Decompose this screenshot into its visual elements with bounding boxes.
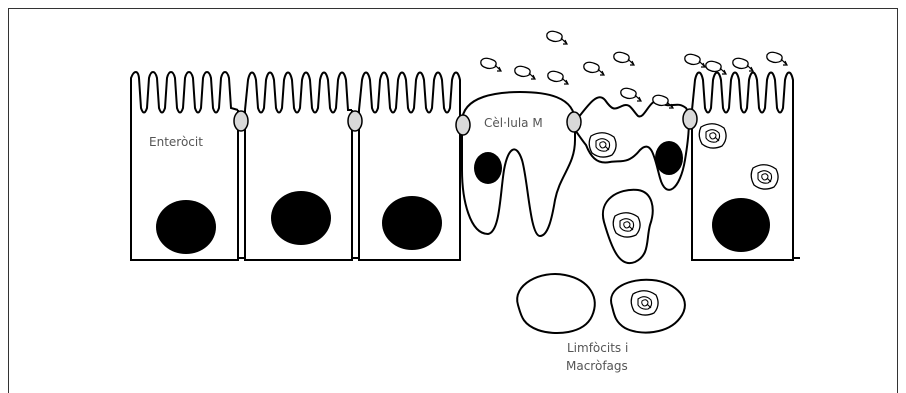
m-cell-label: Cèl·lula M: [484, 116, 543, 130]
immune-cells-label-line1: Limfòcits i: [567, 341, 628, 355]
tight-junction-icon: [234, 111, 248, 131]
ingested-bacterium-icon: [631, 291, 658, 315]
nucleus-icon: [271, 191, 331, 245]
bacterium-icon: [614, 52, 634, 65]
lymphocyte: [517, 274, 595, 333]
bacterium-icon: [767, 52, 787, 65]
bacterium-icon: [706, 61, 726, 74]
bacterium-icon: [515, 66, 535, 79]
microvilli-4: [692, 73, 793, 113]
bacterium-icon: [547, 31, 567, 44]
microvilli-1: [131, 72, 238, 113]
tight-junction-icon: [567, 112, 581, 132]
nucleus-icon: [474, 152, 502, 184]
enterocyte-label: Enteròcit: [149, 135, 203, 149]
ingested-bacterium-icon: [613, 213, 640, 237]
bacterium-icon: [621, 88, 641, 101]
bacterium-icon: [481, 58, 501, 71]
bacterium-icon: [733, 58, 753, 71]
tight-junctions: [234, 109, 697, 135]
enterocyte-nuclei: [156, 191, 770, 254]
ingested-bacterium-icon: [751, 165, 778, 189]
microvilli-3: [359, 73, 460, 113]
ingested-bacterium-icon: [699, 124, 726, 148]
nucleus-icon: [712, 198, 770, 252]
tight-junction-icon: [348, 111, 362, 131]
bacterium-icon: [584, 62, 604, 75]
nucleus-icon: [655, 141, 683, 175]
bacterium-icon: [548, 71, 568, 84]
bacterium-icon: [685, 54, 705, 67]
microvilli-2: [245, 73, 352, 113]
tight-junction-icon: [683, 109, 697, 129]
tight-junction-icon: [456, 115, 470, 135]
nucleus-icon: [156, 200, 216, 254]
ingested-bacterium-icon: [589, 133, 616, 157]
immune-cells: [517, 190, 685, 333]
immune-cells-label-line2: Macròfags: [566, 359, 628, 373]
nucleus-icon: [382, 196, 442, 250]
